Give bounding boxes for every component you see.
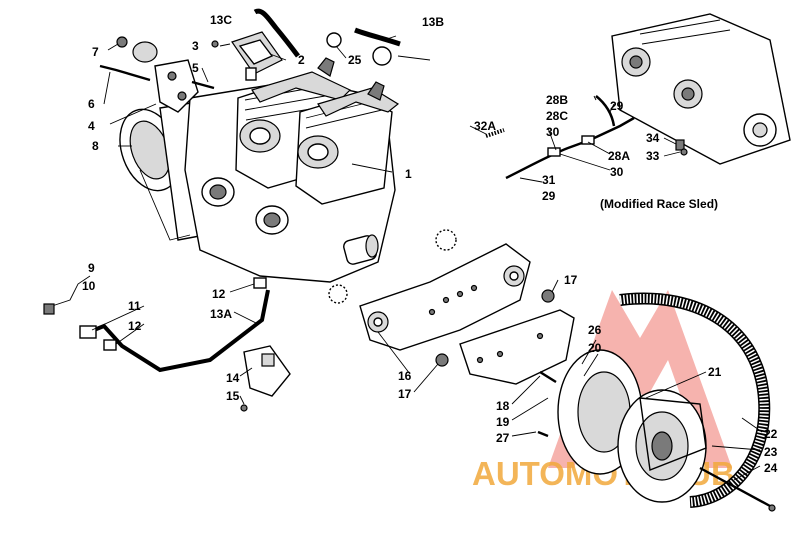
callout-7: 7 <box>92 45 99 59</box>
fitting-34 <box>675 139 685 151</box>
callout-13b: 13B <box>422 15 444 29</box>
cylinder-rear <box>295 93 393 205</box>
callout-5: 5 <box>192 61 199 75</box>
callout-3: 3 <box>192 39 199 53</box>
callout-22: 22 <box>764 427 778 441</box>
callout-17-lower: 17 <box>398 387 412 401</box>
drive-plate <box>359 243 531 351</box>
bolt-24 <box>699 466 771 508</box>
inset-caption: (Modified Race Sled) <box>600 197 718 211</box>
fitting-28a <box>581 135 595 145</box>
engine-mount-bracket <box>154 59 199 113</box>
callout-11: 11 <box>128 299 141 313</box>
fitting-11 <box>79 325 97 339</box>
hose-13b <box>354 27 401 47</box>
bolt-27 <box>537 430 549 438</box>
callout-34: 34 <box>646 131 660 145</box>
callout-10: 10 <box>82 279 96 293</box>
spark-plug-front <box>317 57 335 77</box>
intake-flange <box>231 31 283 81</box>
screw-15 <box>240 404 248 412</box>
callout-6: 6 <box>88 97 95 111</box>
cable-9 <box>45 275 91 309</box>
screw-3 <box>211 40 219 48</box>
callout-19: 19 <box>496 415 510 429</box>
callout-1: 1 <box>405 167 412 181</box>
callout-29-lower: 29 <box>542 189 556 203</box>
clutch-bracket <box>459 309 575 385</box>
race-sled-inset <box>611 13 791 165</box>
screw-33 <box>680 148 688 156</box>
bolt-24-head <box>768 504 776 512</box>
spring-32a <box>485 128 505 138</box>
clamp-12-lower <box>103 339 117 351</box>
fitting-30 <box>547 147 561 157</box>
callout-27: 27 <box>496 431 510 445</box>
callout-30-right: 30 <box>610 165 624 179</box>
callout-18: 18 <box>496 399 510 413</box>
bolt-5 <box>191 80 215 90</box>
callout-28b: 28B <box>546 93 568 107</box>
bolt-6 <box>99 64 151 82</box>
callout-28a: 28A <box>608 149 630 163</box>
hose-13c <box>253 8 300 58</box>
callout-26: 26 <box>588 323 602 337</box>
callout-8: 8 <box>92 139 99 153</box>
callout-15: 15 <box>226 389 240 403</box>
clamp-25 <box>372 46 392 66</box>
hose-13a <box>83 289 270 373</box>
washer-top <box>435 229 457 251</box>
callout-4: 4 <box>88 119 95 133</box>
callout-20: 20 <box>588 341 602 355</box>
fitting-10 <box>43 303 55 315</box>
nut-17-lower <box>435 353 449 367</box>
callout-30-left: 30 <box>546 125 560 139</box>
callout-25: 25 <box>348 53 362 67</box>
nut-7 <box>116 36 128 48</box>
callout-17-upper: 17 <box>564 273 578 287</box>
drive-belt <box>619 292 771 508</box>
washer-left <box>328 284 348 304</box>
callout-12-upper: 12 <box>212 287 226 301</box>
spark-plug-rear <box>367 81 385 101</box>
clamp-top <box>326 32 342 48</box>
callout-28c: 28C <box>546 109 568 123</box>
drive-clutch <box>557 349 707 503</box>
crankshaft-end <box>343 234 379 265</box>
callout-14: 14 <box>226 371 240 385</box>
engine-assembly <box>119 57 400 283</box>
callout-29-upper: 29 <box>610 99 624 113</box>
callout-32a: 32A <box>474 119 496 133</box>
exhaust-port-2 <box>255 205 289 235</box>
callout-16: 16 <box>398 369 412 383</box>
leader-lines <box>91 35 763 481</box>
clamp-12-upper <box>253 277 267 289</box>
callout-13c: 13C <box>210 13 232 27</box>
callout-21: 21 <box>708 365 722 379</box>
callout-23: 23 <box>764 445 778 459</box>
callout-31: 31 <box>542 173 556 187</box>
callout-33: 33 <box>646 149 660 163</box>
callout-12-lower: 12 <box>128 319 142 333</box>
bracket-14 <box>243 345 291 397</box>
bolt-18 <box>539 370 557 384</box>
fuel-line-28b <box>595 95 616 127</box>
callout-2: 2 <box>298 53 305 67</box>
exhaust-port-1 <box>201 177 235 207</box>
callout-9: 9 <box>88 261 95 275</box>
callout-24: 24 <box>764 461 778 475</box>
mount-bushing <box>132 41 158 63</box>
callout-13a: 13A <box>210 307 232 321</box>
nut-17-upper <box>541 289 555 303</box>
